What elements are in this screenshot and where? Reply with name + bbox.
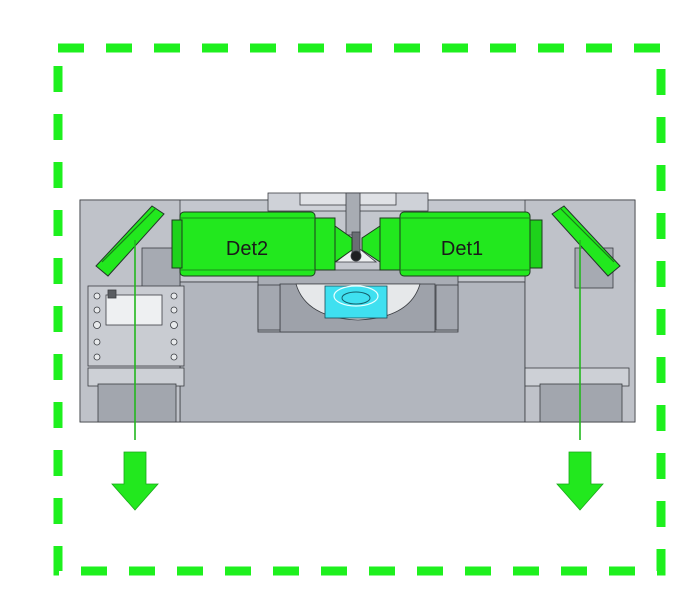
right-angled-window bbox=[551, 205, 621, 277]
sample-cyan-block bbox=[324, 285, 388, 319]
sample-holder bbox=[324, 285, 388, 319]
left-control-screen bbox=[105, 294, 163, 326]
right-arrow-group bbox=[556, 240, 604, 511]
left-arrow-group bbox=[111, 240, 159, 511]
det1-flange bbox=[379, 217, 401, 271]
left-foot bbox=[97, 383, 177, 423]
detector-det2 bbox=[171, 211, 353, 277]
det1-back-cap bbox=[529, 219, 543, 269]
right-foot bbox=[539, 383, 623, 423]
dashed-region-border bbox=[53, 43, 666, 576]
top-mount-rod bbox=[345, 192, 361, 236]
det1-label: Det1 bbox=[441, 238, 483, 260]
center-beam-point bbox=[334, 231, 378, 263]
left-control-panel bbox=[87, 285, 185, 367]
det2-flange bbox=[314, 217, 336, 271]
arrow-down-icon bbox=[111, 451, 159, 511]
detector-det1 bbox=[361, 211, 543, 277]
det1-nose bbox=[361, 225, 381, 263]
sample-ring-inner bbox=[341, 291, 371, 305]
right-pillar bbox=[435, 284, 459, 331]
left-angled-window bbox=[95, 205, 165, 277]
right-bottom-band bbox=[524, 367, 630, 387]
det2-label: Det2 bbox=[226, 238, 268, 260]
det2-back-cap bbox=[171, 219, 183, 269]
left-pillar bbox=[257, 284, 281, 331]
control-panel-holes bbox=[93, 289, 178, 361]
left-bottom-band bbox=[87, 367, 185, 387]
arrow-down-icon bbox=[556, 451, 604, 511]
sample-ring bbox=[333, 285, 379, 307]
det2-nose bbox=[334, 225, 353, 263]
